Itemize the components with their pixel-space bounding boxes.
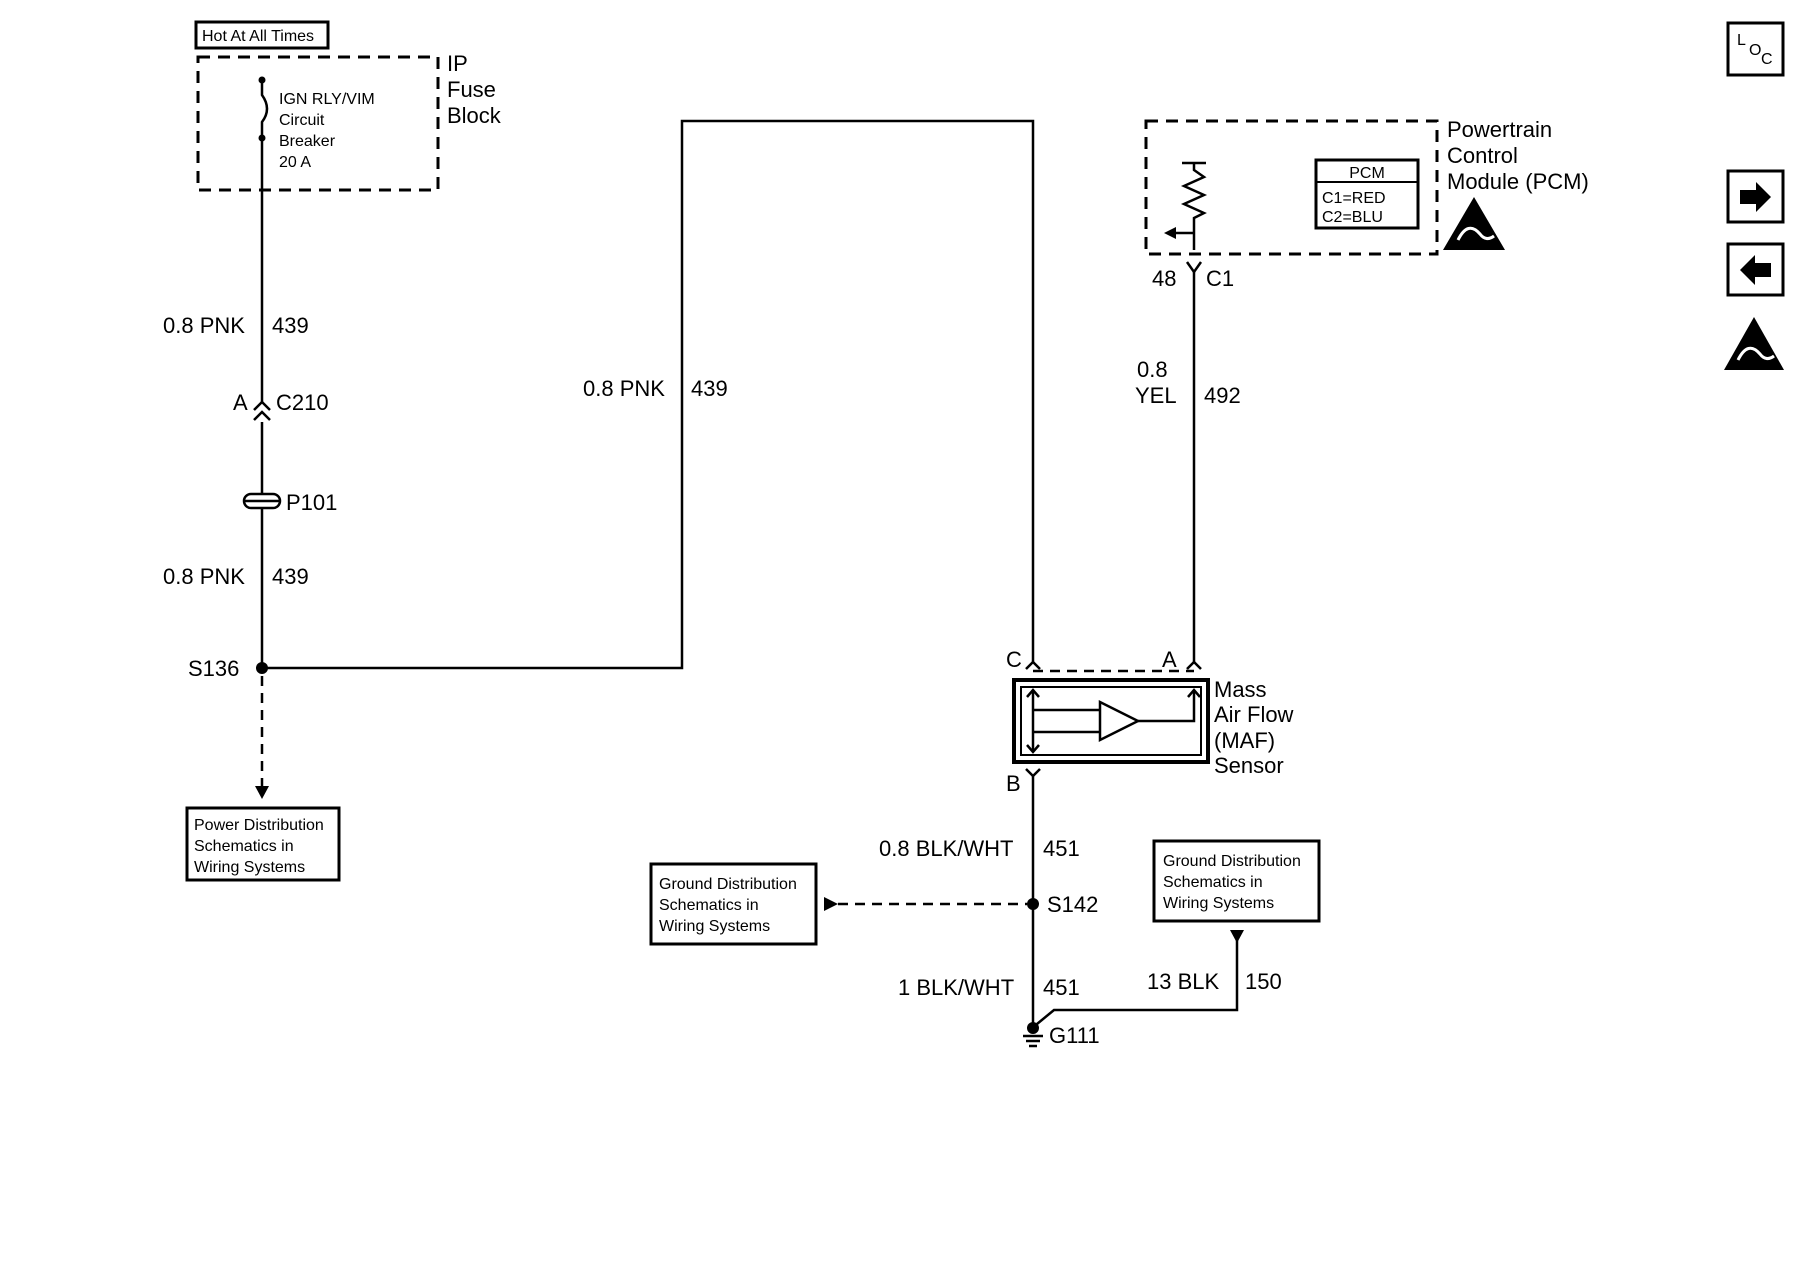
pcm-pin-label: 48 xyxy=(1152,266,1176,291)
power-distribution-reference-box: Power Distribution Schematics in Wiring … xyxy=(185,806,341,882)
previous-page-button[interactable] xyxy=(1726,242,1785,297)
splice-s142-dot xyxy=(1027,898,1039,910)
circuit-breaker-label: IGN RLY/VIM Circuit Breaker 20 A xyxy=(279,91,375,171)
splice-s136-label: S136 xyxy=(188,656,239,681)
loc-icon-o: O xyxy=(1749,42,1761,59)
svg-text:Wiring Systems: Wiring Systems xyxy=(659,918,770,935)
svg-text:Schematics in: Schematics in xyxy=(1163,874,1263,891)
mid-wire-circuit: 439 xyxy=(691,376,728,401)
pcm-title: Powertrain Control Module (PCM) xyxy=(1447,117,1589,194)
mid-wire-size: 0.8 PNK xyxy=(583,376,665,401)
hot-at-all-times-box: Hot At All Times xyxy=(194,20,330,50)
svg-text:Circuit: Circuit xyxy=(279,112,325,129)
maf-connector-top xyxy=(1025,660,1202,673)
circuit-breaker-symbol xyxy=(258,76,269,142)
left-wire-upper-size: 0.8 PNK xyxy=(163,313,245,338)
passthrough-p101-symbol xyxy=(242,492,282,510)
mid-wire-439 xyxy=(262,119,1035,670)
maf-connector-b xyxy=(1025,768,1041,778)
connector-c210-pin: A xyxy=(233,390,248,415)
ground-wire-lower-size: 1 BLK/WHT xyxy=(898,975,1014,1000)
svg-text:Ground Distribution: Ground Distribution xyxy=(659,876,797,893)
svg-text:PCM: PCM xyxy=(1349,165,1385,182)
svg-text:Block: Block xyxy=(447,103,502,128)
svg-text:Mass: Mass xyxy=(1214,677,1267,702)
svg-text:C2=BLU: C2=BLU xyxy=(1322,209,1383,226)
ground-branch-size: 13 BLK xyxy=(1147,969,1219,994)
svg-text:Hot At All Times: Hot At All Times xyxy=(202,28,314,45)
ground-branch-circuit: 150 xyxy=(1245,969,1282,994)
svg-text:Control: Control xyxy=(1447,143,1518,168)
next-page-button[interactable] xyxy=(1726,169,1785,224)
svg-text:IP: IP xyxy=(447,51,468,76)
svg-text:Wiring Systems: Wiring Systems xyxy=(1163,895,1274,912)
svg-text:20 A: 20 A xyxy=(279,154,311,171)
loc-icon-l: L xyxy=(1737,32,1746,49)
svg-text:Powertrain: Powertrain xyxy=(1447,117,1552,142)
pcm-wire-size-line2: YEL xyxy=(1135,383,1177,408)
ground-wire-upper-circuit: 451 xyxy=(1043,836,1080,861)
arrow-right-icon xyxy=(1740,182,1771,212)
left-wire-lower-size: 0.8 PNK xyxy=(163,564,245,589)
loc-icon-c: C xyxy=(1761,51,1773,68)
pcm-outline xyxy=(1144,119,1439,256)
pcm-resistor-symbol xyxy=(1164,161,1208,250)
ip-fuse-block-label: IP Fuse Block xyxy=(447,51,502,128)
left-wire-lower-circuit: 439 xyxy=(272,564,309,589)
splice-s142-label: S142 xyxy=(1047,892,1098,917)
ground-wire-upper-size: 0.8 BLK/WHT xyxy=(879,836,1013,861)
svg-text:IGN RLY/VIM: IGN RLY/VIM xyxy=(279,91,375,108)
passthrough-p101-label: P101 xyxy=(286,490,337,515)
connector-c210-label: C210 xyxy=(276,390,329,415)
svg-text:Ground Distribution: Ground Distribution xyxy=(1163,853,1301,870)
esd-warning-icon xyxy=(1443,197,1505,250)
power-dist-dashed-lead xyxy=(255,676,269,799)
pcm-connector-c1-symbol xyxy=(1185,261,1203,275)
svg-text:Power Distribution: Power Distribution xyxy=(194,817,324,834)
svg-text:C1=RED: C1=RED xyxy=(1322,190,1386,207)
svg-text:Breaker: Breaker xyxy=(279,133,336,150)
pcm-connector-table: PCM C1=RED C2=BLU xyxy=(1314,158,1420,230)
svg-text:Schematics in: Schematics in xyxy=(194,838,294,855)
maf-sensor-body xyxy=(1012,678,1210,764)
loc-button[interactable]: L O C xyxy=(1726,21,1785,77)
maf-pin-a: A xyxy=(1162,647,1177,672)
pcm-connector-label: C1 xyxy=(1206,266,1234,291)
svg-text:Schematics in: Schematics in xyxy=(659,897,759,914)
ip-fuse-block-outline xyxy=(196,55,440,192)
arrow-left-icon xyxy=(1740,255,1771,285)
svg-text:Air Flow: Air Flow xyxy=(1214,702,1294,727)
ground-branch-150 xyxy=(1036,930,1244,1025)
pcm-wire-circuit: 492 xyxy=(1204,383,1241,408)
connector-c210-symbol xyxy=(253,400,271,421)
esd-icon xyxy=(1724,317,1784,370)
pcm-wire-size-line1: 0.8 xyxy=(1137,357,1168,382)
svg-text:Module (PCM): Module (PCM) xyxy=(1447,169,1589,194)
maf-sensor-title: Mass Air Flow (MAF) Sensor xyxy=(1214,677,1294,778)
left-wire-upper-circuit: 439 xyxy=(272,313,309,338)
ground-distribution-reference-box-left: Ground Distribution Schematics in Wiring… xyxy=(649,862,818,946)
svg-text:Wiring Systems: Wiring Systems xyxy=(194,859,305,876)
svg-text:Fuse: Fuse xyxy=(447,77,496,102)
ground-wire-lower-circuit: 451 xyxy=(1043,975,1080,1000)
ground-g111-label: G111 xyxy=(1049,1023,1100,1048)
maf-pin-b: B xyxy=(1006,771,1021,796)
ground-g111-symbol xyxy=(1023,1022,1043,1048)
ground-dist-left-lead xyxy=(824,897,1027,911)
ground-distribution-reference-box-right: Ground Distribution Schematics in Wiring… xyxy=(1152,839,1321,923)
maf-pin-c: C xyxy=(1006,647,1022,672)
svg-text:Sensor: Sensor xyxy=(1214,753,1284,778)
svg-text:(MAF): (MAF) xyxy=(1214,728,1275,753)
esd-sensitive-button[interactable] xyxy=(1724,317,1784,370)
